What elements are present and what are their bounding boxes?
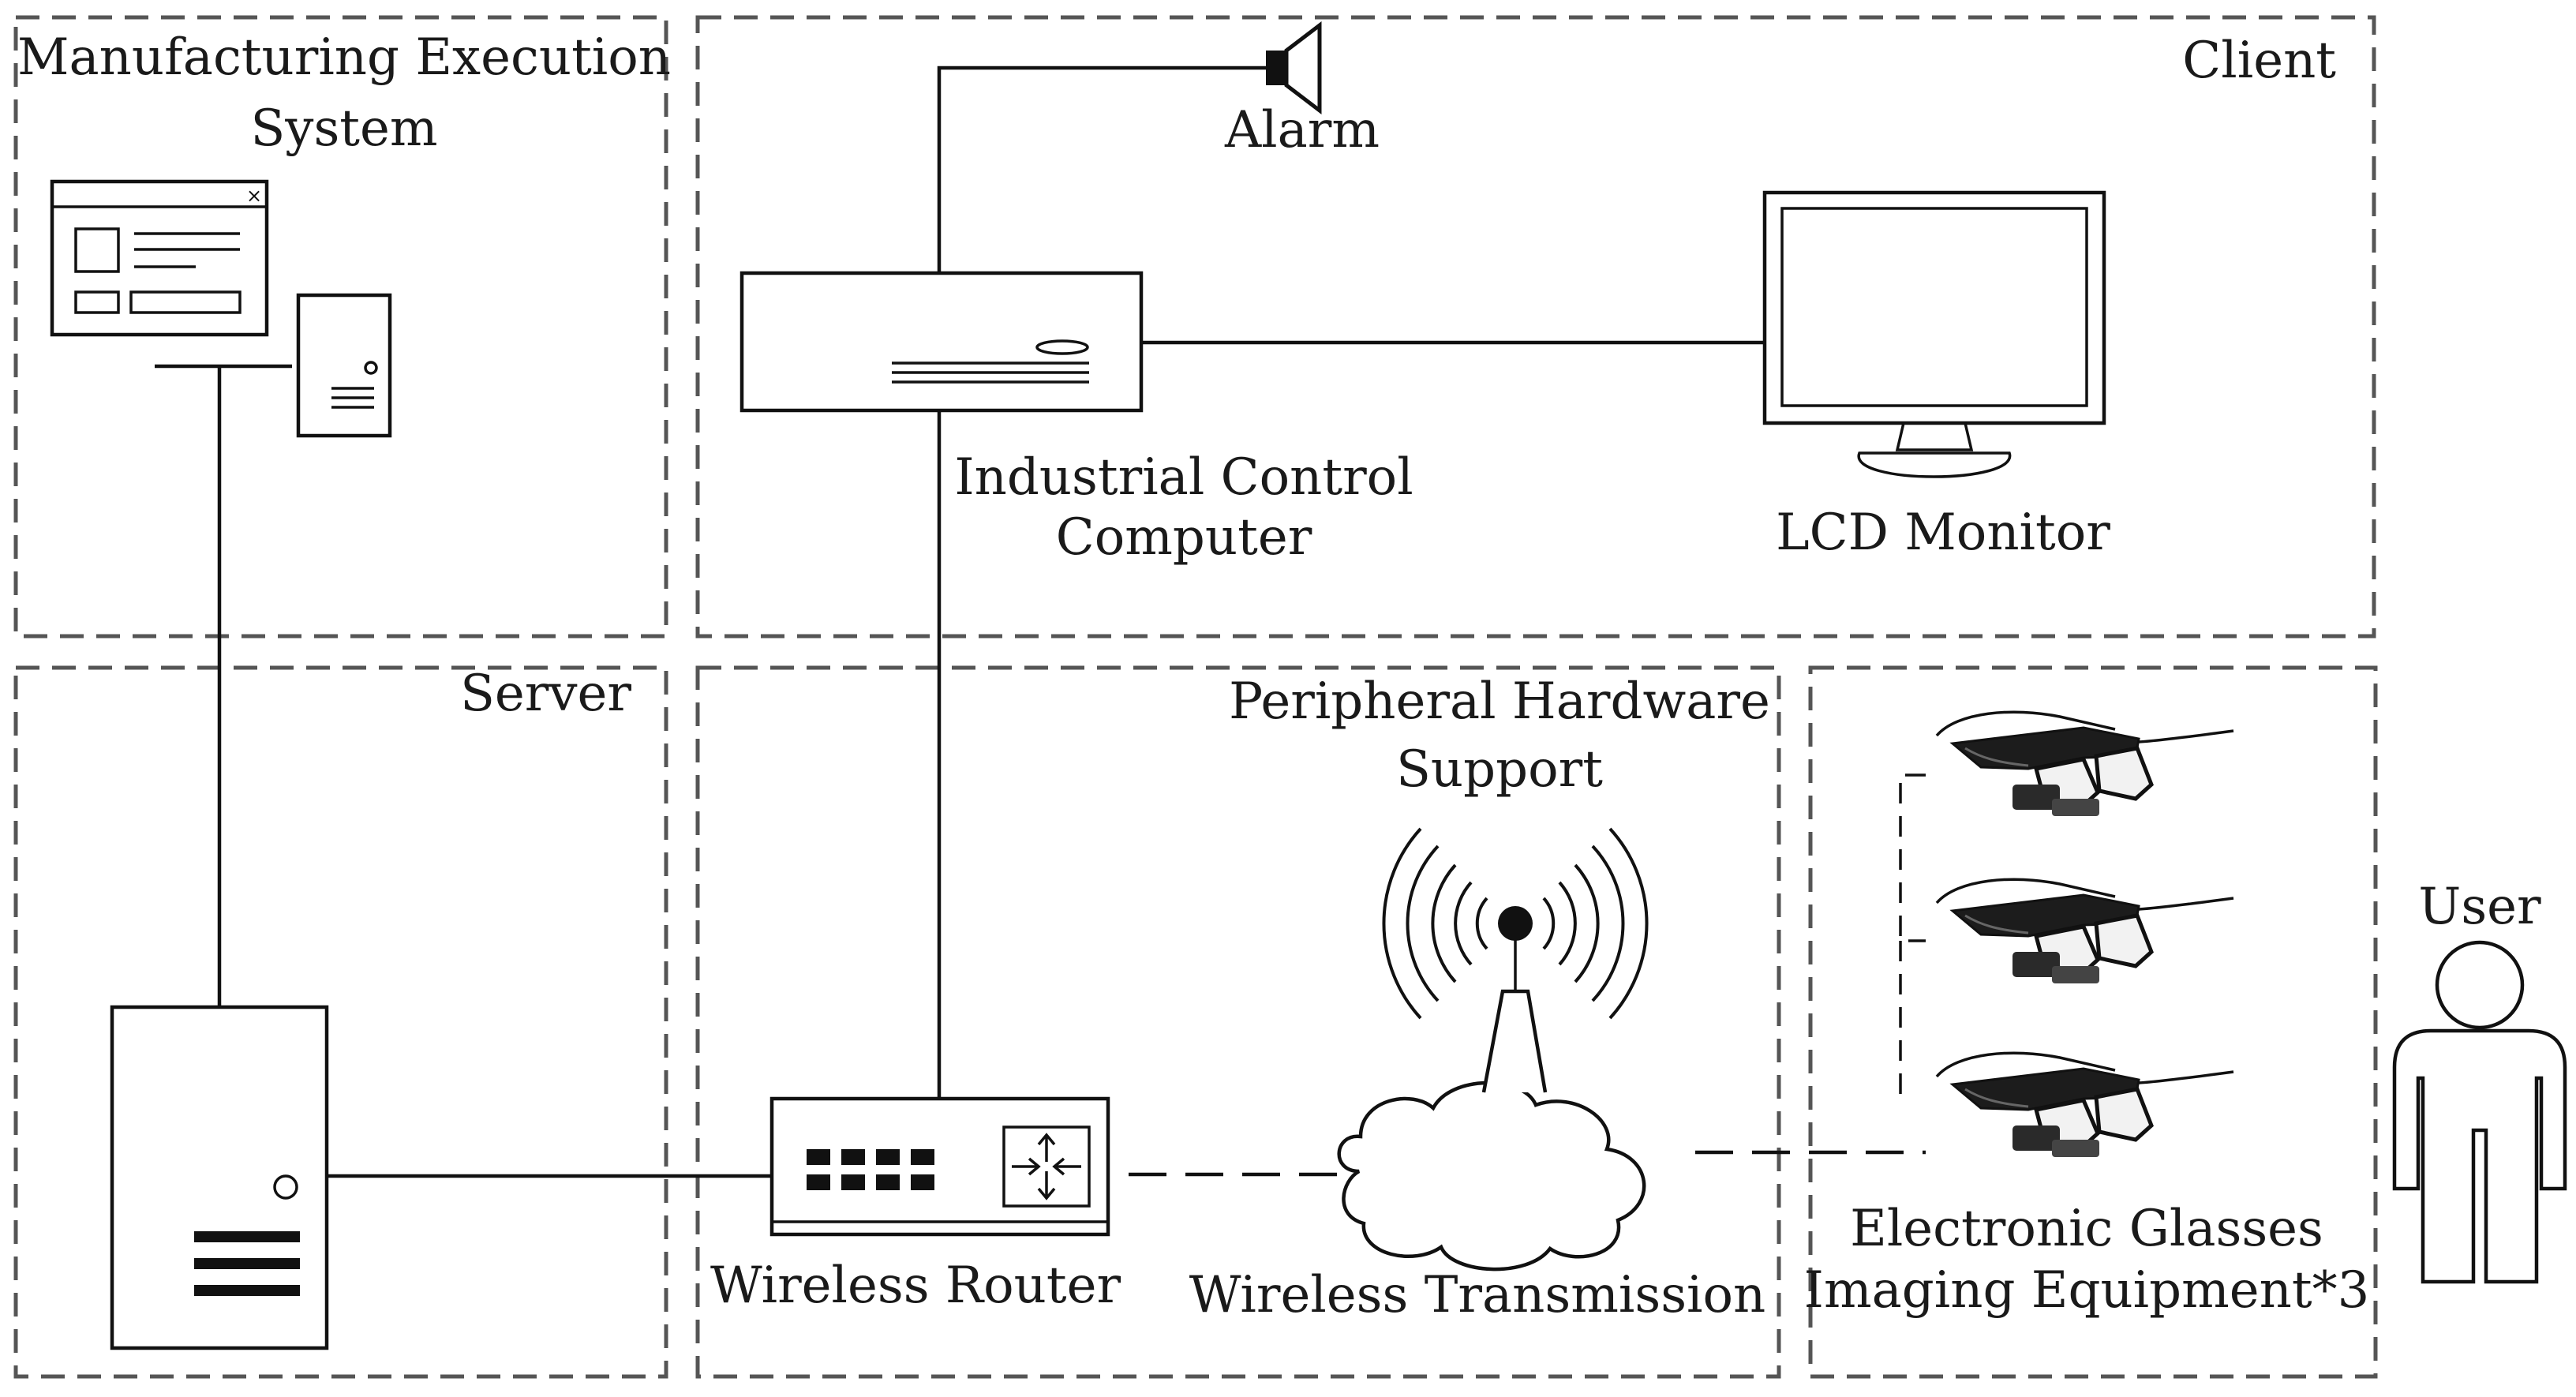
glasses-label-line1: Electronic Glasses — [1850, 1200, 2323, 1258]
ipc-label-line1: Industrial Control — [954, 448, 1413, 507]
client-title: Client — [2182, 32, 2336, 90]
glasses-label-line2: Imaging Equipment*3 — [1804, 1261, 2370, 1320]
server-tower-icon — [110, 1005, 329, 1350]
svg-text:×: × — [246, 185, 262, 207]
user-label: User — [2418, 878, 2541, 936]
router-label: Wireless Router — [710, 1257, 1121, 1315]
lcd-monitor-icon — [1762, 190, 2106, 478]
connection-lines — [155, 66, 1926, 1178]
router-icon — [769, 1096, 1110, 1237]
peripheral-title-line2: Support — [1396, 740, 1603, 799]
speaker-icon — [1266, 21, 1322, 115]
server-title: Server — [460, 665, 631, 723]
ipc-label-line2: Computer — [1056, 508, 1312, 567]
lcd-monitor-label: LCD Monitor — [1776, 504, 2110, 562]
mes-title-line1: Manufacturing Execution — [17, 28, 671, 87]
mes-region-border — [13, 15, 668, 639]
mes-title-line2: System — [250, 99, 437, 158]
peripheral-region-border — [695, 665, 1781, 1379]
alarm-label: Alarm — [1224, 101, 1380, 159]
desktop-tower-icon — [296, 293, 392, 438]
server-region-border — [13, 665, 668, 1379]
antenna-cloud-icon — [1337, 827, 1649, 1272]
industrial-pc-icon — [739, 271, 1144, 413]
glasses-region-border — [1808, 665, 2378, 1379]
client-region-border — [695, 15, 2376, 639]
peripheral-title-line1: Peripheral Hardware — [1229, 672, 1770, 731]
smart-glasses-icon — [1937, 712, 2233, 1157]
browser-window-icon: × — [50, 179, 269, 337]
user-person-icon — [2392, 940, 2567, 1284]
transmission-label: Wireless Transmission — [1189, 1266, 1766, 1324]
